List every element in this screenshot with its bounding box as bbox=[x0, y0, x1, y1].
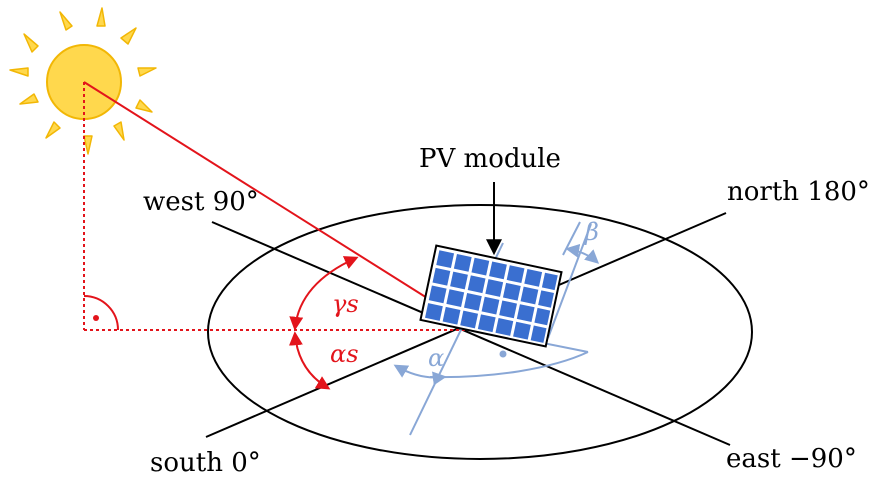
alpha-s-arc bbox=[288, 331, 331, 390]
sun-ray bbox=[83, 81, 479, 331]
south-label: south 0° bbox=[150, 448, 261, 478]
beta-label: β bbox=[584, 218, 599, 246]
west-label: west 90° bbox=[143, 187, 259, 217]
alpha-s-label: αs bbox=[330, 340, 359, 368]
beta-arc bbox=[565, 243, 600, 264]
pv-module-icon bbox=[419, 244, 563, 348]
alpha-label: α bbox=[428, 344, 444, 372]
north-label: north 180° bbox=[727, 177, 870, 207]
alpha-arc bbox=[393, 364, 447, 386]
ground-ellipse bbox=[207, 204, 753, 460]
gamma-s-arc bbox=[289, 256, 359, 331]
right-angle-mark bbox=[83, 295, 119, 331]
gamma-s-label: γs bbox=[332, 290, 359, 318]
pv-module-label: PV module bbox=[419, 144, 561, 174]
center-dot bbox=[499, 350, 507, 358]
right-angle-dot bbox=[93, 315, 99, 321]
east-label: east −90° bbox=[726, 444, 857, 474]
